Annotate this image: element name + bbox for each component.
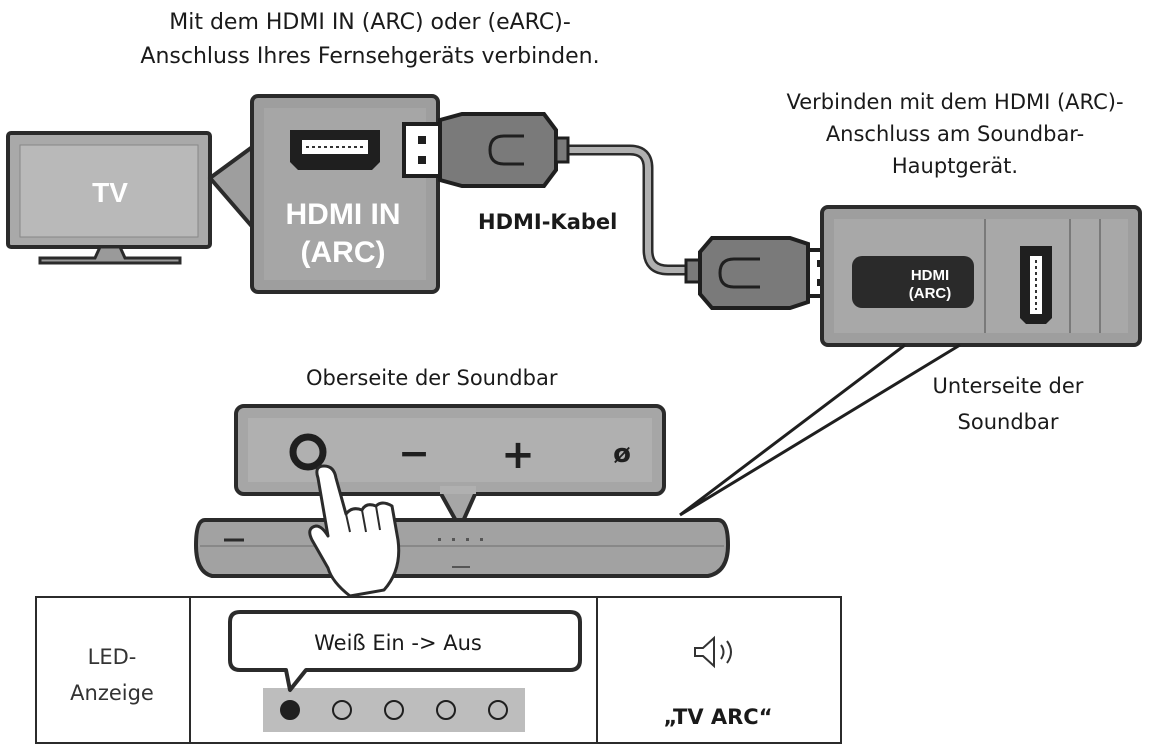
top-side-label: Oberseite der Soundbar xyxy=(306,366,558,390)
soundbar-port-caption: Verbinden mit dem HDMI (ARC)- Anschluss … xyxy=(765,86,1145,182)
tv-port-label-line1: HDMI IN xyxy=(286,198,401,231)
cable-label: HDMI-Kabel xyxy=(478,210,618,234)
hdmi-port-icon xyxy=(290,130,380,170)
bottom-panel-callout xyxy=(679,343,961,517)
soundbar-top-panel xyxy=(234,404,666,496)
soundbar-body xyxy=(193,518,731,578)
hdmi-plug-tv xyxy=(402,112,570,188)
soundbar-port-caption-line2: Anschluss am Soundbar- xyxy=(825,122,1085,146)
tv-port-caption-line2: Anschluss Ihres Fernsehgeräts verbinden. xyxy=(140,44,600,69)
led-strip xyxy=(263,688,525,732)
tv-port-caption-line1: Mit dem HDMI IN (ARC) oder (eARC)- xyxy=(169,10,571,35)
led-dot-2 xyxy=(332,700,352,720)
tv-hdmi-panel: HDMI IN (ARC) xyxy=(250,94,440,294)
soundbar-port-label-line2: (ARC) xyxy=(909,285,952,302)
hdmi-cable xyxy=(560,147,690,273)
soundbar-port-label-line1: HDMI xyxy=(911,267,949,284)
led-dots xyxy=(280,700,508,720)
tv-port-caption: Mit dem HDMI IN (ARC) oder (eARC)- Ansch… xyxy=(60,6,680,74)
led-label-line1: LED- xyxy=(88,645,137,669)
bottom-side-label-line1: Unterseite der xyxy=(932,374,1084,398)
hdmi-port-vertical-icon xyxy=(1020,246,1052,324)
tv-label: TV xyxy=(92,177,128,208)
tv-port-label-line2: (ARC) xyxy=(301,236,386,269)
mode-label: „TV ARC“ xyxy=(663,705,772,729)
soundbar-bottom-panel: HDMI (ARC) xyxy=(820,205,1142,347)
bottom-side-label: Unterseite der Soundbar xyxy=(908,368,1108,440)
led-label-line2: Anzeige xyxy=(70,681,154,705)
volume-up-button[interactable]: + xyxy=(501,432,535,478)
bottom-side-label-line2: Soundbar xyxy=(957,410,1059,434)
source-button[interactable]: ø xyxy=(613,439,631,469)
soundbar-port-caption-line1: Verbinden mit dem HDMI (ARC)- xyxy=(786,90,1124,114)
led-dot-4 xyxy=(436,700,456,720)
hdmi-cable-outline xyxy=(560,144,690,276)
tv-callout-pointer xyxy=(208,143,257,232)
led-callout-text: Weiß Ein -> Aus xyxy=(314,631,482,655)
speaker-icon xyxy=(694,635,732,669)
hdmi-plug-soundbar xyxy=(684,236,836,310)
led-dot-1 xyxy=(280,700,300,720)
power-button[interactable] xyxy=(289,433,327,471)
soundbar-port-caption-line3: Hauptgerät. xyxy=(891,154,1019,178)
hand-icon xyxy=(308,464,401,598)
led-dot-3 xyxy=(384,700,404,720)
volume-down-button[interactable]: − xyxy=(398,431,430,475)
led-callout-bubble xyxy=(228,610,582,692)
tv-icon: TV xyxy=(6,131,212,265)
led-table: LED- Anzeige Weiß Ein -> Aus „TV ARC“ xyxy=(35,596,842,744)
led-dot-5 xyxy=(488,700,508,720)
